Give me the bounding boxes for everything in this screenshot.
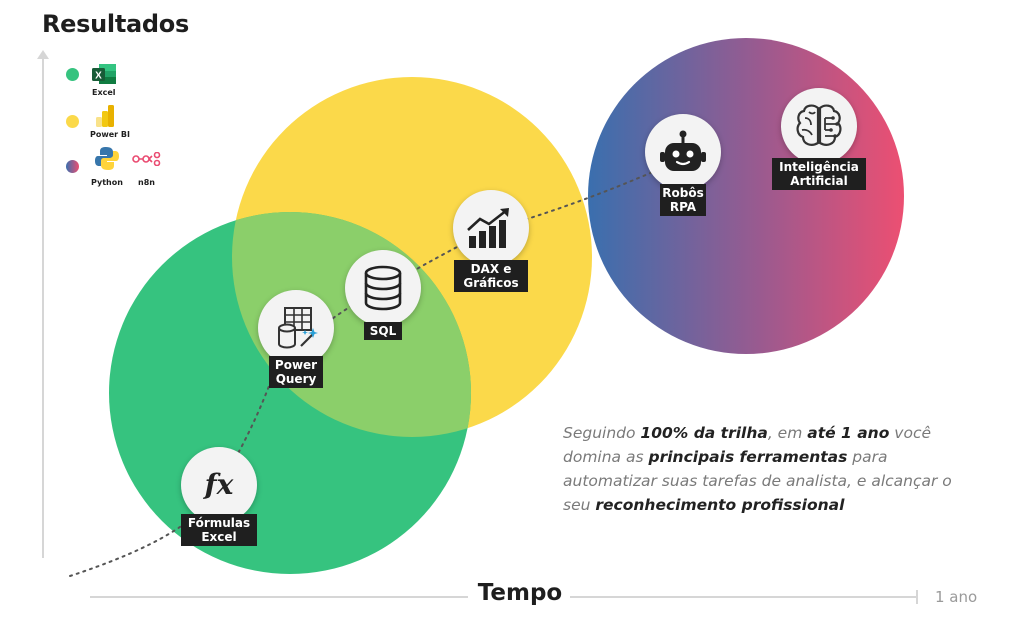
node-label-inteligencia-artificial: Inteligência Artificial: [772, 158, 866, 190]
fx-icon: fx: [203, 468, 234, 501]
node-label-robos-rpa: Robôs RPA: [660, 184, 706, 216]
legend-label-n8n: n8n: [138, 178, 155, 187]
power-query-icon: [278, 307, 318, 349]
node-label-sql: SQL: [364, 322, 402, 340]
legend-label-python: Python: [91, 178, 123, 187]
x-axis-end-tick: [916, 590, 918, 604]
caption-bold-2: até 1 ano: [807, 424, 890, 442]
caption-part-4: para automatizar suas tarefas de analist…: [563, 448, 952, 514]
node-label-formulas-excel: Fórmulas Excel: [181, 514, 257, 546]
bar-chart-icon: [467, 208, 509, 248]
node-power-query: [258, 290, 334, 366]
svg-text:fx: fx: [203, 468, 234, 501]
svg-text:X: X: [95, 71, 102, 82]
y-axis: [42, 52, 44, 558]
legend-dot-power-bi: [66, 115, 79, 128]
n8n-icon: [132, 152, 161, 166]
robot-icon: [660, 130, 706, 171]
node-robos-rpa: [645, 114, 721, 190]
caption-part-3: você domina as: [563, 424, 932, 466]
legend-dot-excel: [66, 68, 79, 81]
excel-icon: X: [92, 64, 116, 84]
node-sql: [345, 250, 421, 326]
caption-bold-3: principais ferramentas: [648, 448, 848, 466]
caption-part-2: , em: [767, 424, 808, 442]
caption-part-1: Seguindo: [563, 424, 641, 442]
brain-icon: [796, 104, 842, 146]
page-title: Resultados: [42, 10, 189, 38]
x-axis-line-right: [570, 596, 916, 598]
node-dax-graficos: [453, 190, 529, 266]
caption-bold-1: 100% da trilha: [640, 424, 768, 442]
legend-dot-advanced: [66, 160, 79, 173]
y-axis-arrow: [37, 50, 49, 59]
legend-label-power-bi: Power BI: [90, 130, 130, 139]
power-bi-icon: [96, 105, 114, 127]
x-axis-end-label: 1 ano: [935, 588, 978, 606]
node-label-power-query: Power Query: [269, 356, 323, 388]
caption-bold-4: reconhecimento profissional: [595, 496, 845, 514]
x-axis-line-left: [90, 596, 468, 598]
legend-label-excel: Excel: [92, 88, 116, 97]
node-formulas-excel: fx: [181, 447, 257, 523]
advanced-circle: [588, 38, 904, 354]
node-label-dax-graficos: DAX e Gráficos: [454, 260, 528, 292]
node-inteligencia-artificial: [781, 88, 857, 164]
x-axis-title: Tempo: [477, 580, 563, 606]
database-icon: [364, 265, 402, 311]
caption-text: Seguindo 100% da trilha, em até 1 ano vo…: [563, 421, 953, 517]
python-icon: [95, 147, 119, 170]
